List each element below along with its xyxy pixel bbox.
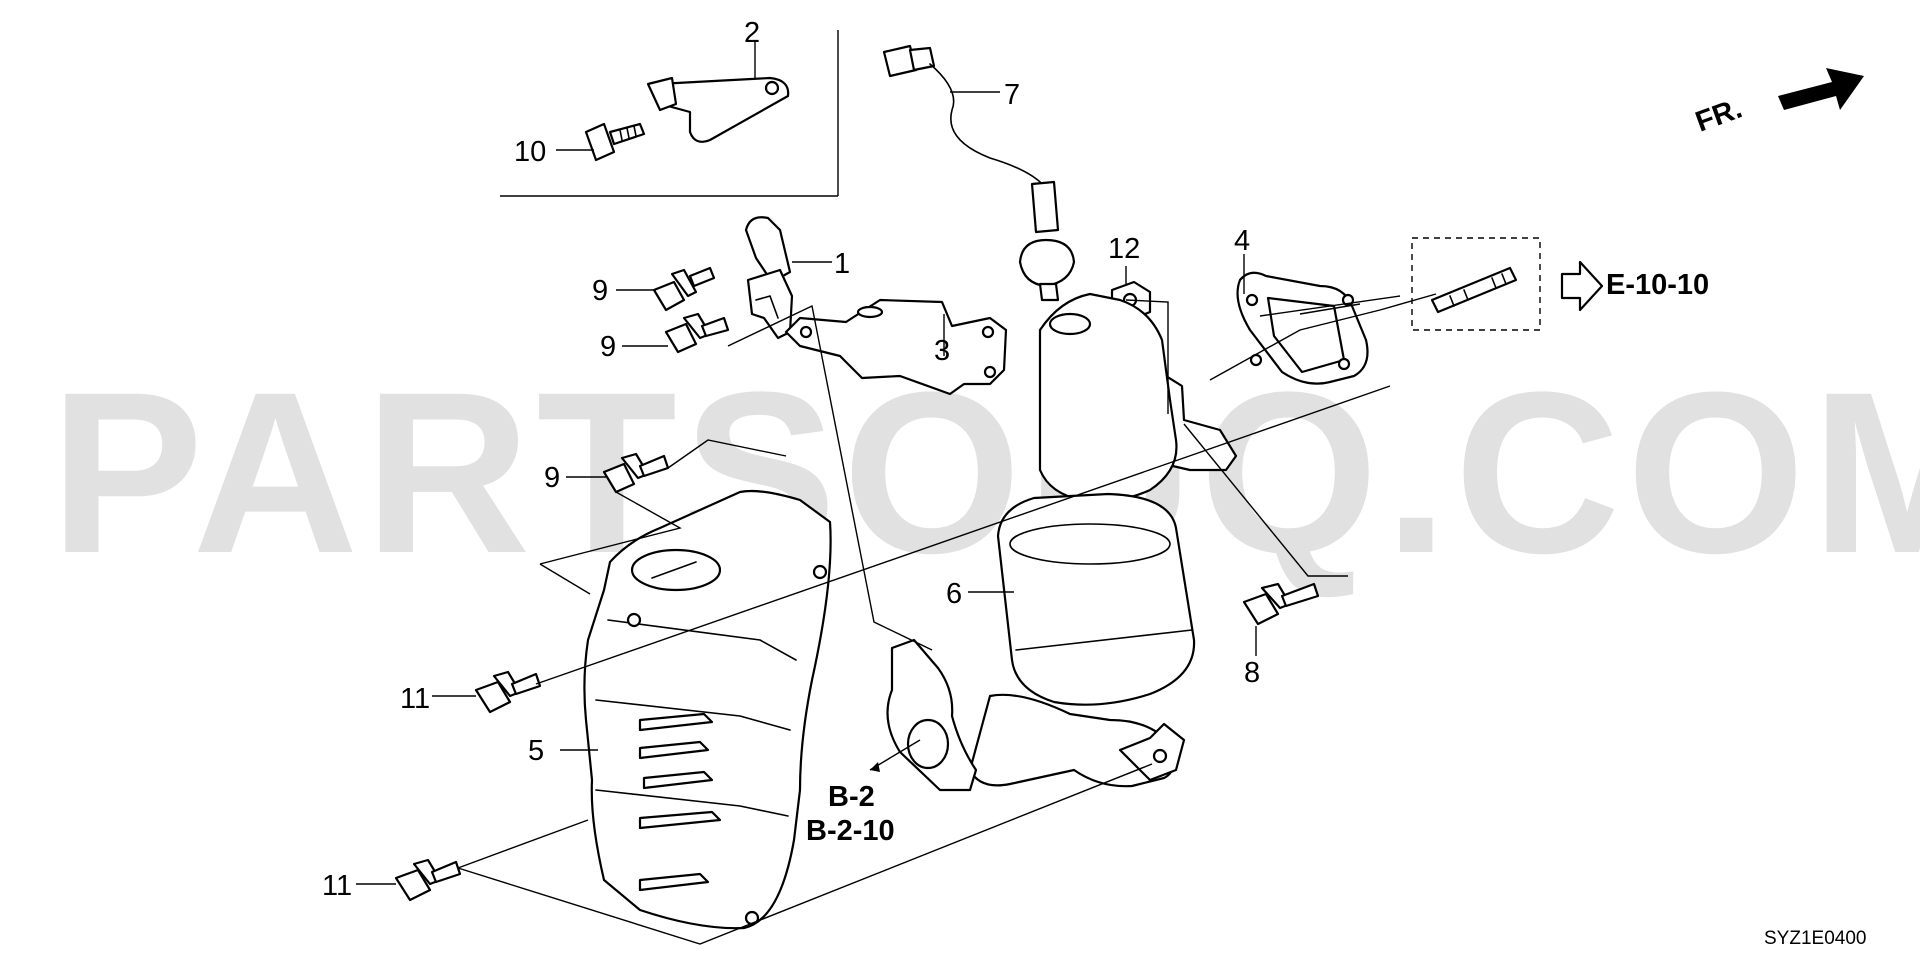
reference-b-2[interactable]: B-2	[828, 781, 875, 813]
callout-1: 1	[834, 248, 850, 280]
part-3-upper-heat-shield[interactable]	[784, 298, 1008, 396]
part-4-gasket[interactable]	[1236, 271, 1369, 385]
callout-4: 4	[1234, 225, 1250, 257]
leader-lines	[356, 40, 1437, 945]
callout-6: 6	[946, 578, 962, 610]
callout-7: 7	[1004, 79, 1020, 111]
callout-8: 8	[1244, 657, 1260, 689]
callout-11-lower: 11	[322, 870, 352, 902]
reference-e-10-10[interactable]: E-10-10	[1606, 269, 1709, 301]
part-9-bolt-middle[interactable]	[664, 312, 730, 354]
part-9-bolt-upper[interactable]	[652, 266, 716, 312]
callout-9-lower: 9	[544, 462, 560, 494]
callout-2: 2	[744, 17, 760, 49]
inset-frame	[500, 30, 839, 197]
part-7-oxygen-sensor[interactable]	[882, 44, 1076, 302]
callout-11-upper: 11	[400, 683, 430, 715]
reference-b-2-10[interactable]: B-2-10	[806, 815, 895, 847]
direction-label: FR.	[1691, 93, 1746, 139]
part-8-bolt[interactable]	[1242, 582, 1320, 626]
watermark: PARTSOUQ.COM	[50, 344, 1920, 601]
front-direction-indicator: FR.	[1691, 68, 1864, 139]
part-11-bolt-upper[interactable]	[474, 670, 542, 714]
callout-12: 12	[1108, 233, 1140, 265]
part-5-lower-heat-shield[interactable]	[583, 489, 832, 930]
callout-10: 10	[514, 136, 546, 168]
part-10-bolt[interactable]	[584, 122, 646, 162]
part-2-bracket[interactable]	[646, 76, 790, 143]
diagram-code: SYZ1E0400	[1764, 928, 1866, 949]
part-6-catalytic-converter[interactable]	[886, 292, 1238, 792]
e-reference-arrow	[1560, 260, 1604, 312]
callout-9-upper: 9	[592, 275, 608, 307]
part-1-bracket[interactable]	[744, 216, 794, 340]
part-11-bolt-lower[interactable]	[394, 858, 462, 902]
callout-9-middle: 9	[600, 331, 616, 363]
callout-3: 3	[934, 335, 950, 367]
stud-bolt[interactable]	[1430, 266, 1518, 314]
callout-5: 5	[528, 735, 544, 767]
part-9-bolt-lower[interactable]	[602, 452, 670, 494]
